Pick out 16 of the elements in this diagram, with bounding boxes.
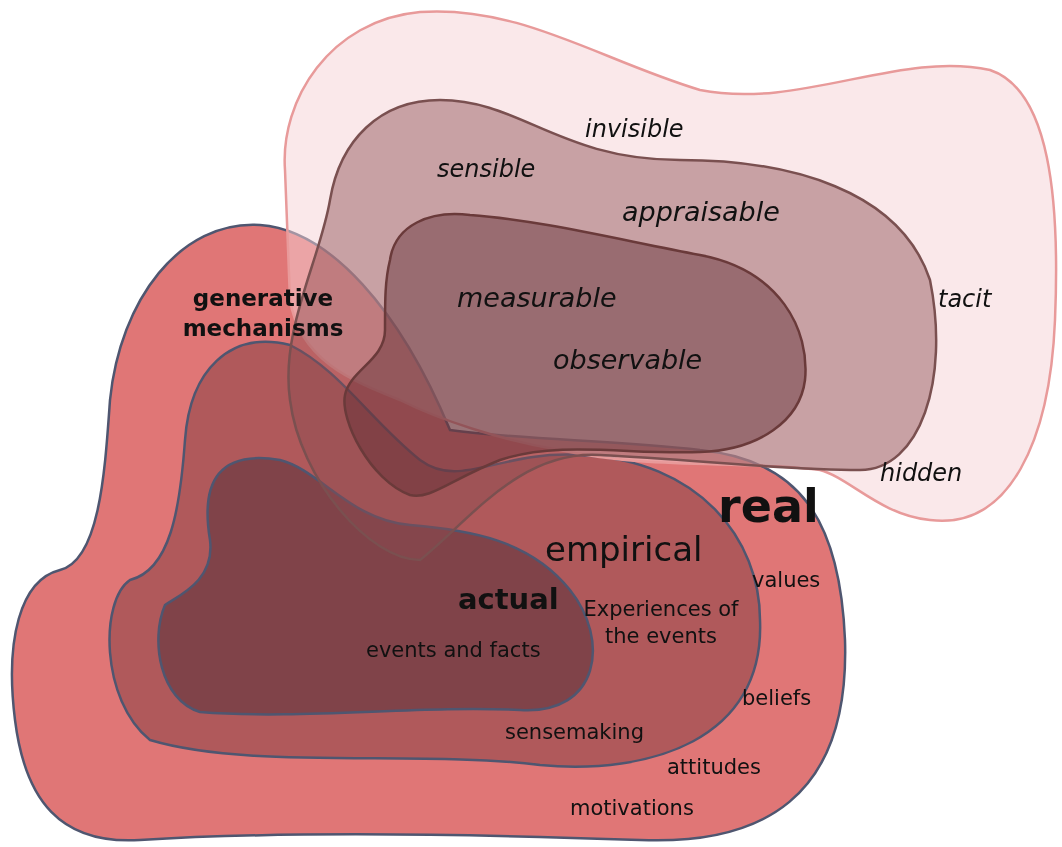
term-label: sensible <box>437 156 536 184</box>
term-label: measurable <box>457 282 617 314</box>
term-label: observable <box>553 344 703 376</box>
term-label: Experiences of the events <box>582 596 740 651</box>
term-label: hidden <box>880 460 963 488</box>
term-label: generative mechanisms <box>181 284 345 343</box>
term-label: appraisable <box>622 196 780 228</box>
term-label: attitudes <box>667 755 761 780</box>
region-title: empirical <box>545 530 703 570</box>
term-label: motivations <box>570 796 694 821</box>
term-label: tacit <box>938 286 992 314</box>
term-label: sensemaking <box>505 720 644 745</box>
region-title: actual <box>458 583 559 617</box>
term-label: invisible <box>585 116 684 144</box>
term-label: beliefs <box>742 686 812 711</box>
term-label: events and facts <box>366 638 541 663</box>
